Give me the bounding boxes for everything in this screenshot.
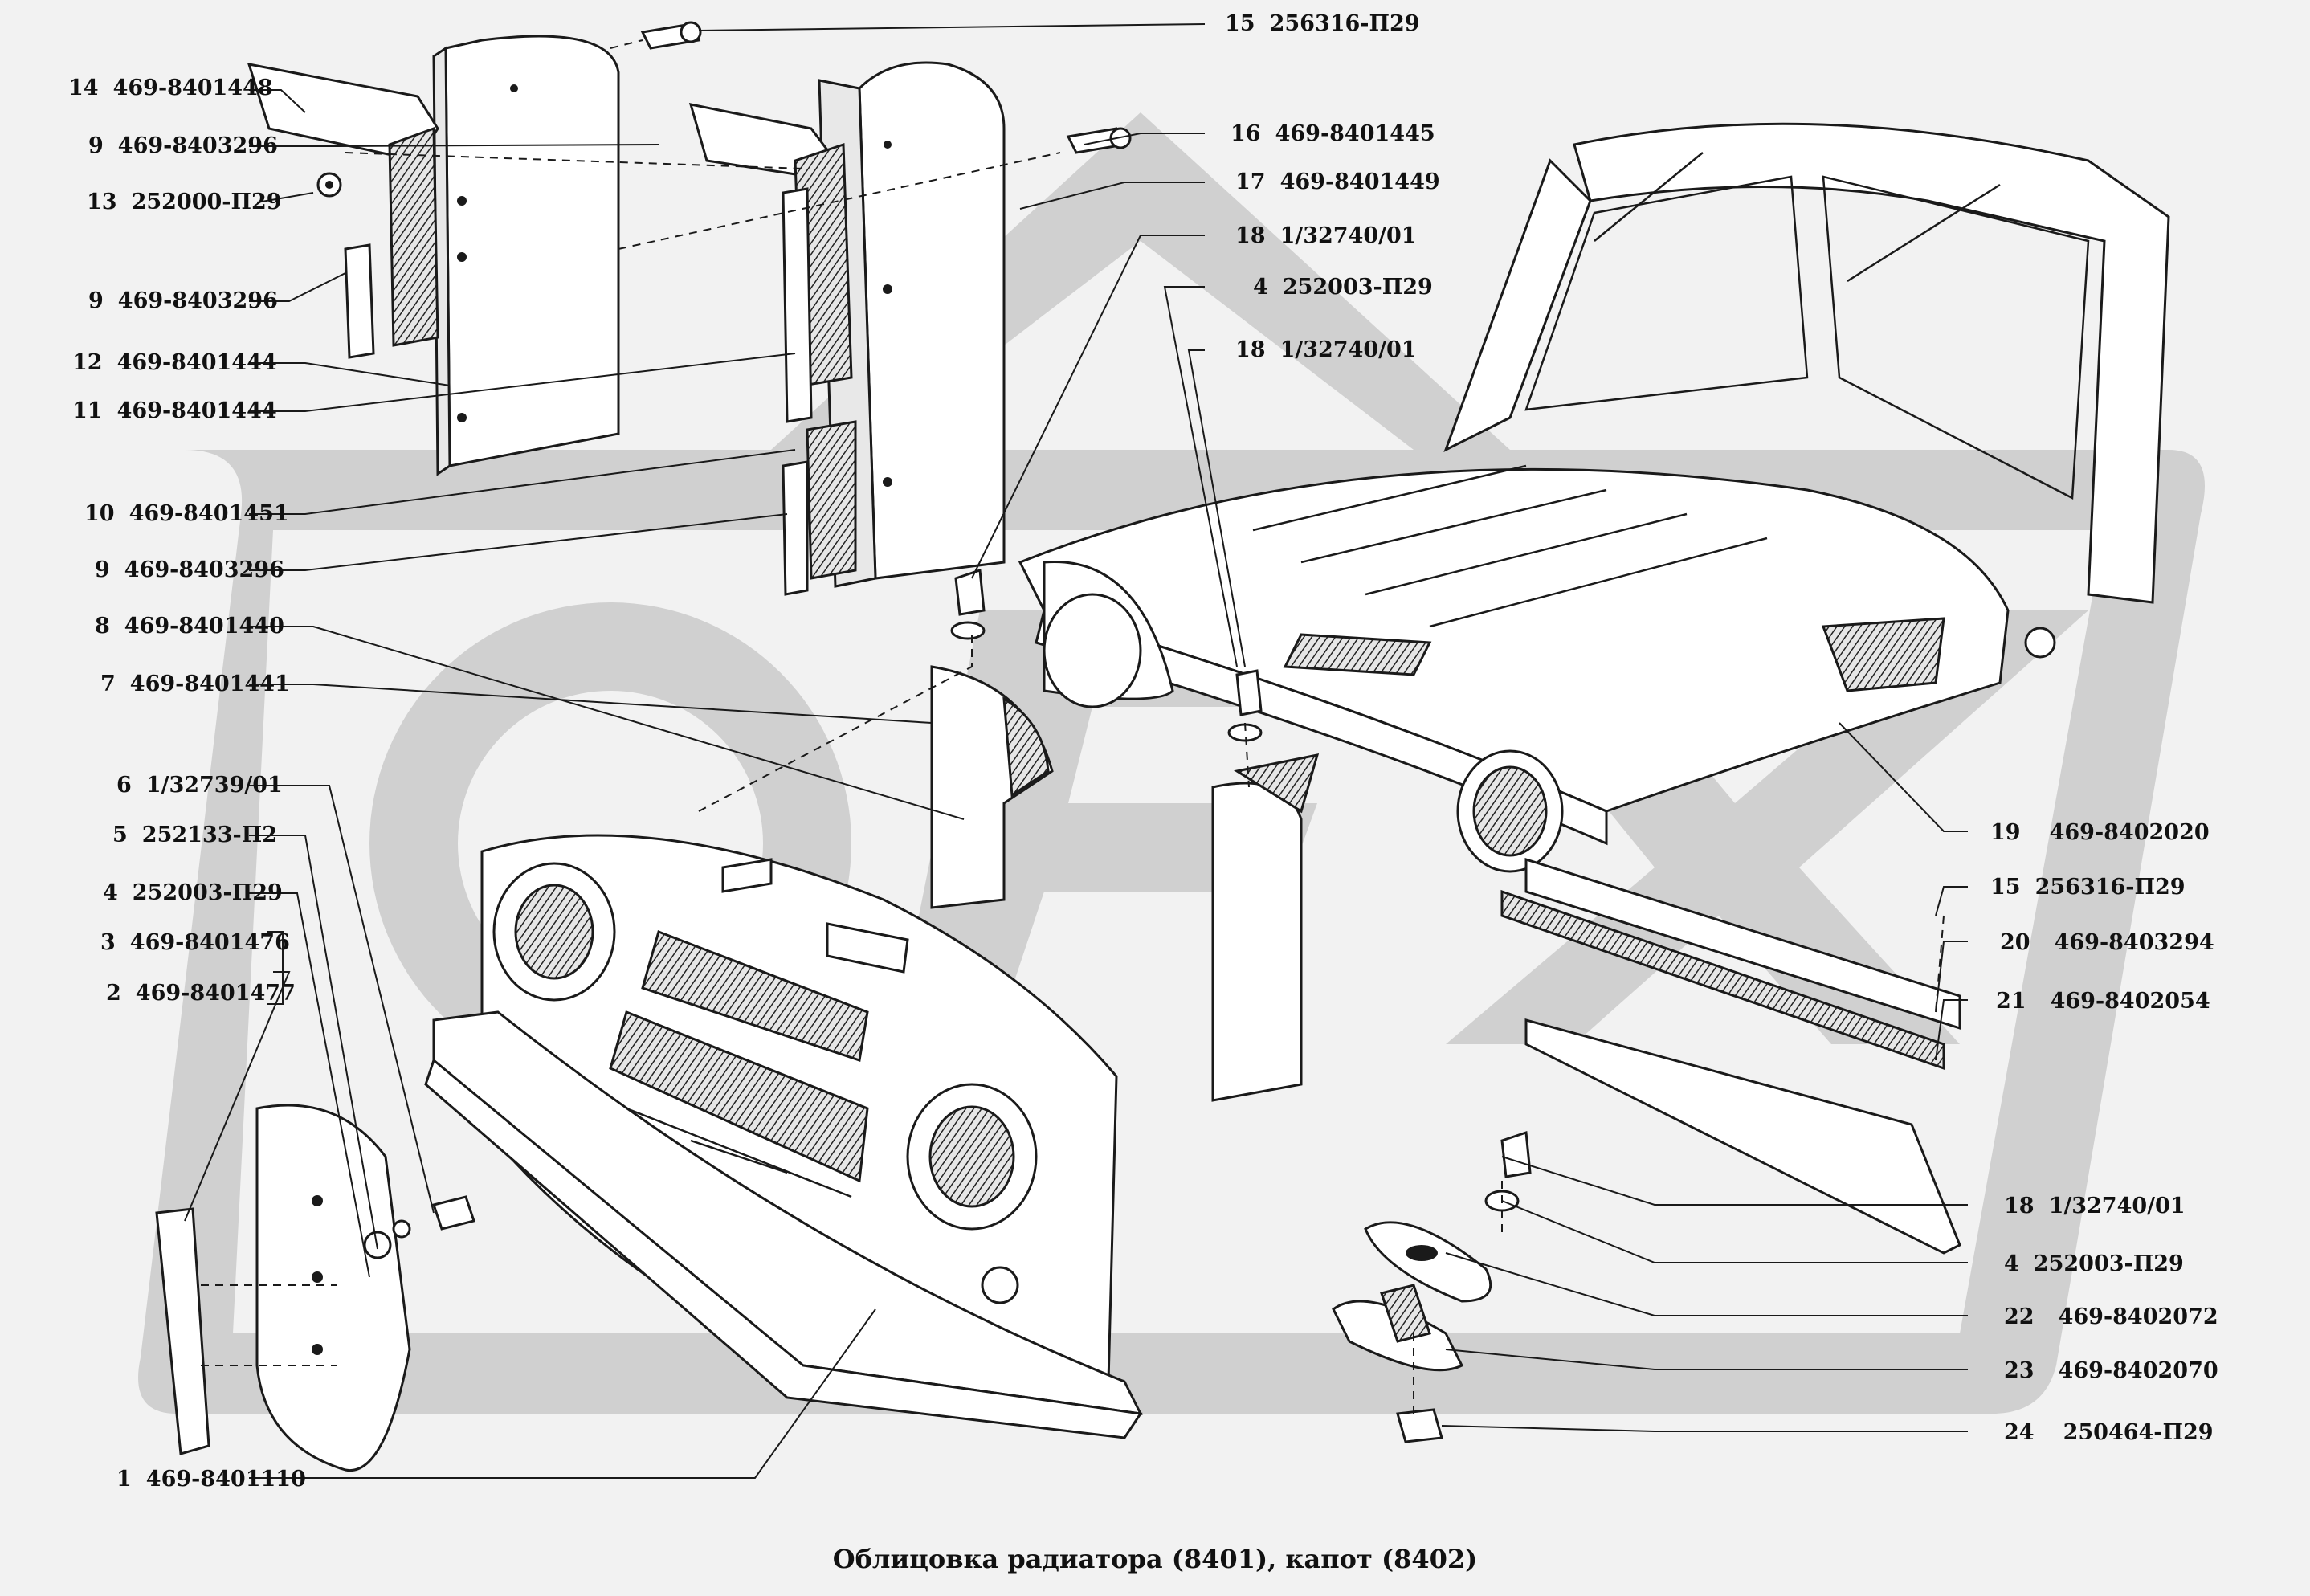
- leader-lines: [184, 23, 1968, 1479]
- diagram-caption: Облицовка радиатора (8401), капот (8402): [833, 1544, 1478, 1574]
- svg-text:181/32740/01: 181/32740/01: [1235, 223, 1417, 248]
- hood-assembly: [1018, 122, 2170, 873]
- hood-support-bar: [1500, 857, 1961, 1255]
- grille-side-piece: [155, 1104, 475, 1472]
- top-fasteners: [316, 21, 1263, 742]
- side-panels-left: [247, 35, 620, 476]
- svg-text:61/32739/01: 61/32739/01: [116, 773, 283, 798]
- svg-text:181/32740/01: 181/32740/01: [1235, 337, 1417, 362]
- center-panels: [930, 665, 1320, 1102]
- radiator-grille: [424, 834, 1143, 1439]
- hood-lock-hardware: [1332, 1130, 1532, 1443]
- svg-text:181/32740/01: 181/32740/01: [2004, 1194, 2186, 1218]
- label-bracket-2-3: [267, 931, 284, 1005]
- assembly-lines: [201, 39, 1945, 1414]
- side-panels-right: [688, 61, 1006, 596]
